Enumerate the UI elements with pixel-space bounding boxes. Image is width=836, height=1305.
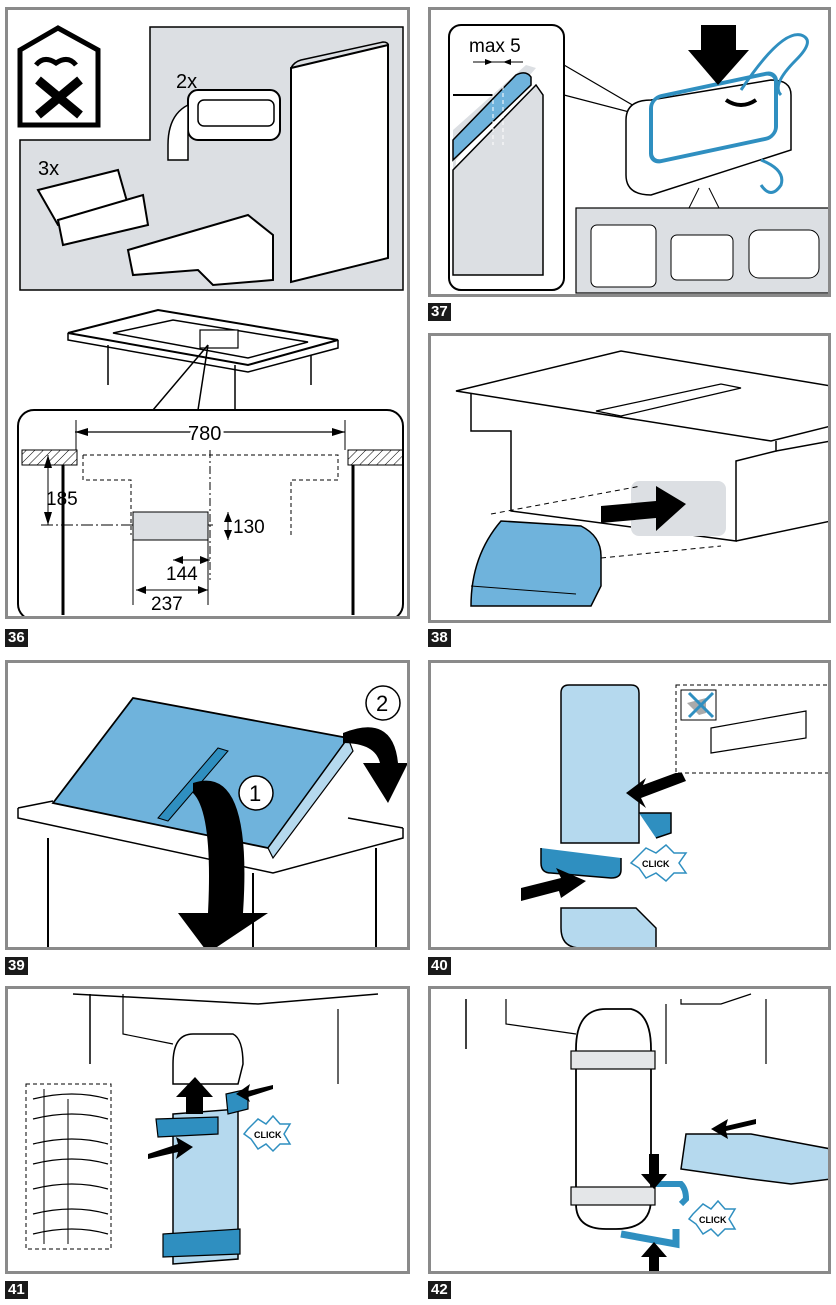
insert-arrow-icon xyxy=(601,486,686,531)
figure-40-illustration: CLICK xyxy=(521,684,828,947)
blue-frame-parts xyxy=(620,1181,690,1249)
click-badge xyxy=(629,843,688,883)
figure-37-illustration: max 5 xyxy=(448,24,828,294)
flat-duct-connector-part xyxy=(680,1133,828,1185)
dimension-780: 780 xyxy=(188,423,221,445)
push-arrow-right-icon xyxy=(626,771,686,808)
figure-39-panel: 1 2 xyxy=(5,660,410,950)
click-label: CLICK xyxy=(254,1130,282,1140)
figure-number-39: 39 xyxy=(5,957,28,975)
figure-41-illustration: CLICK xyxy=(25,993,379,1265)
flat-duct-connector-part xyxy=(126,213,274,287)
worktop-cutout-drawing xyxy=(67,308,339,411)
click-label: CLICK xyxy=(642,859,670,869)
figure-38-illustration xyxy=(455,350,828,607)
push-arrow-right-icon xyxy=(236,1084,273,1102)
click-badge xyxy=(242,1114,292,1153)
figure-41-panel: CLICK xyxy=(5,986,410,1274)
duct-part xyxy=(560,684,640,844)
elbow-part xyxy=(560,907,657,947)
max-gap-label: max 5 xyxy=(469,36,521,57)
worktop-underside-drawing xyxy=(72,993,379,1084)
push-arrow-left-icon xyxy=(521,868,586,901)
figure-number-38: 38 xyxy=(428,629,451,647)
push-down-arrow-icon xyxy=(641,1154,667,1189)
push-arrow-icon xyxy=(711,1119,756,1139)
figure-42-illustration: CLICK xyxy=(465,993,828,1271)
figure-39-illustration: 1 2 xyxy=(17,685,407,947)
push-down-arrow-icon xyxy=(688,25,749,85)
figure-number-36: 36 xyxy=(5,629,28,647)
figure-40-panel: CLICK xyxy=(428,660,831,950)
dimension-185: 185 xyxy=(46,489,78,510)
seal-install-drawing xyxy=(625,25,809,196)
figure-36-panel: 2x 3x xyxy=(5,7,410,619)
figure-number-41: 41 xyxy=(5,1281,28,1299)
figure-42-panel: CLICK xyxy=(428,986,831,1274)
duct-assembly xyxy=(570,1008,656,1230)
figure-36-illustration: 2x 3x xyxy=(17,25,404,616)
step-2-label: 2 xyxy=(376,691,388,716)
bracket-variants xyxy=(590,224,820,288)
step-1-label: 1 xyxy=(249,781,261,806)
air-outlet-part xyxy=(470,520,602,607)
figure-38-panel xyxy=(428,333,831,623)
push-up-arrow-icon xyxy=(176,1077,213,1114)
dimension-drawing xyxy=(21,420,404,615)
frame-quantity-label: 3x xyxy=(38,158,59,180)
figure-number-37: 37 xyxy=(428,303,451,321)
figure-37-panel: max 5 xyxy=(428,7,831,297)
do-not-bend-duct-icon xyxy=(17,25,101,128)
no-glue-gun-icon xyxy=(687,691,715,719)
figure-number-40: 40 xyxy=(428,957,451,975)
dimension-144: 144 xyxy=(166,564,198,585)
clip-detail-inset xyxy=(32,1089,109,1244)
click-badge xyxy=(687,1199,737,1238)
push-arrow-left-icon xyxy=(148,1137,193,1159)
duct-part xyxy=(290,41,389,284)
push-up-arrow-icon xyxy=(641,1242,667,1271)
dimension-237: 237 xyxy=(151,594,183,615)
air-outlet-part xyxy=(172,1033,244,1085)
rotate-arrow-2-icon xyxy=(343,727,407,803)
worktop-underside-drawing xyxy=(465,993,767,1064)
frame-parts xyxy=(36,168,150,247)
figure-number-42: 42 xyxy=(428,1281,451,1299)
rotate-arrow-1-icon xyxy=(178,780,268,947)
elbow-quantity-label: 2x xyxy=(176,71,197,93)
elbow-part xyxy=(167,89,281,161)
dimension-130: 130 xyxy=(233,517,265,538)
seal-gap-detail xyxy=(448,24,565,291)
click-label: CLICK xyxy=(699,1215,727,1225)
duct-part xyxy=(155,1088,249,1265)
